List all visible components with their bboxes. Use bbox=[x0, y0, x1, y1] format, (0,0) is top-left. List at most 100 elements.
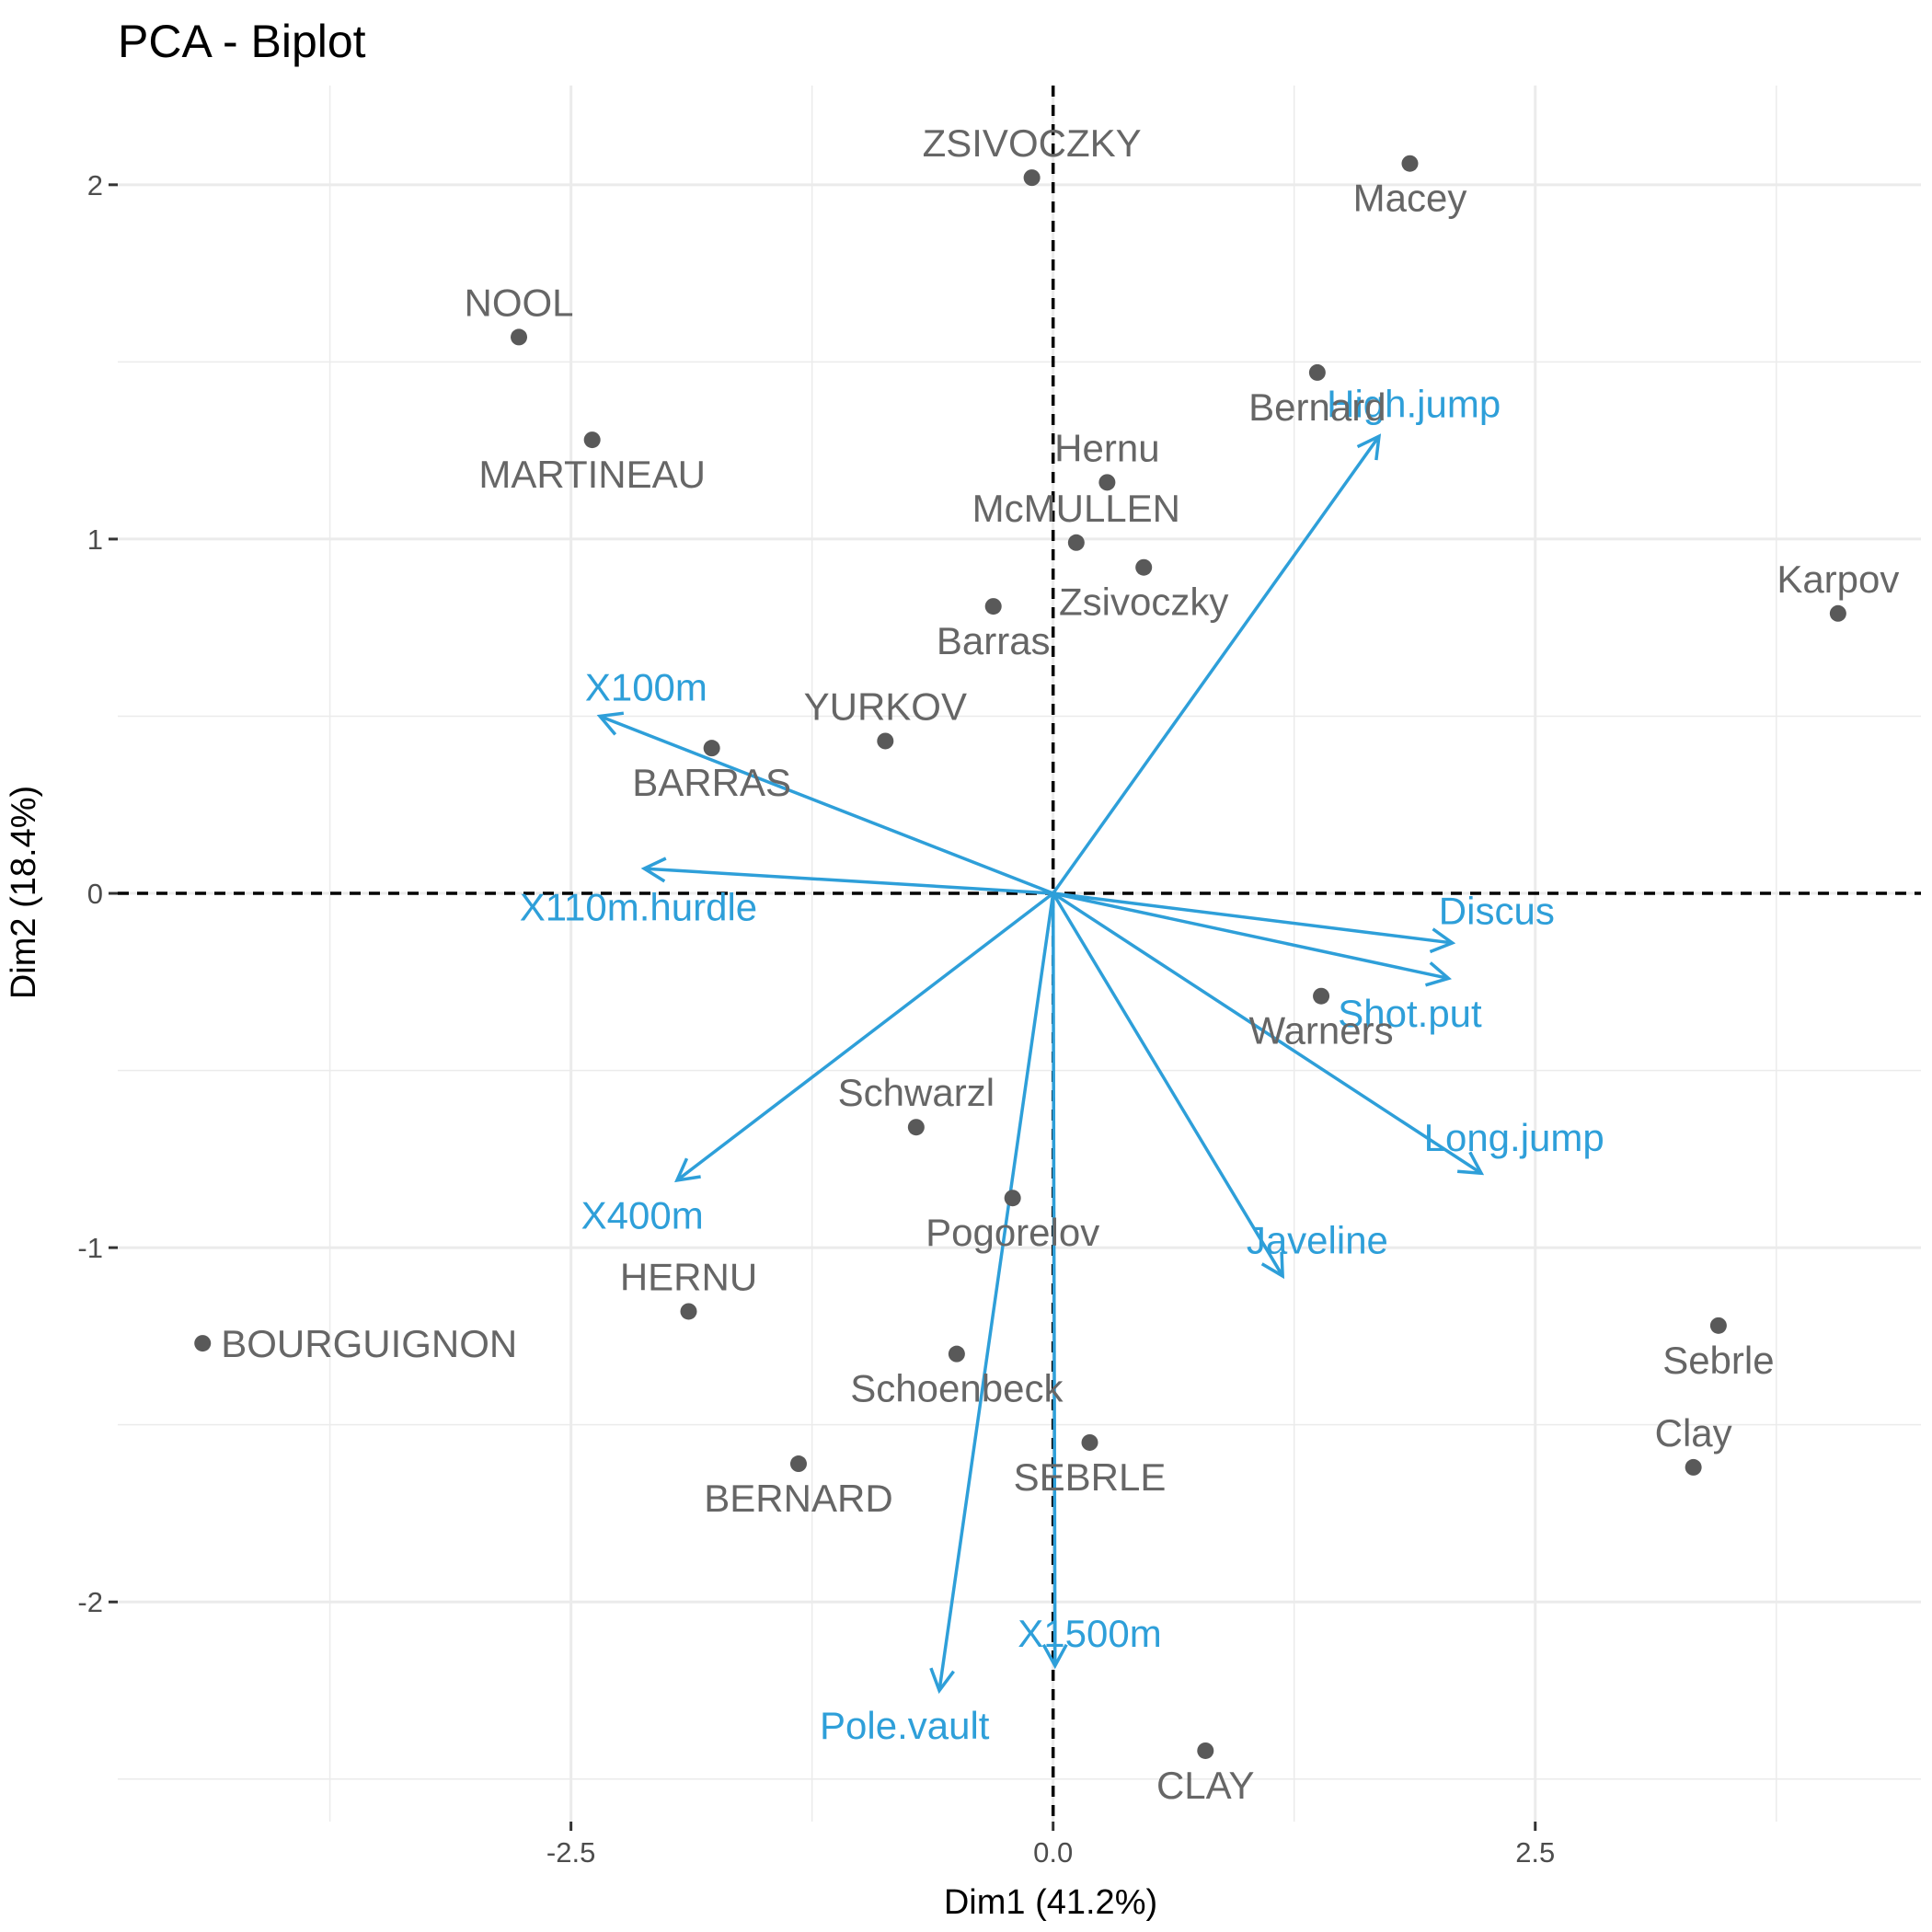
individual-sebrle: Sebrle bbox=[1662, 1317, 1775, 1382]
arrow-shaft bbox=[1052, 891, 1453, 945]
individual-barras: Barras bbox=[937, 598, 1051, 662]
variable-arrow-discus: Discus bbox=[1052, 889, 1555, 954]
data-label: McMULLEN bbox=[972, 487, 1180, 530]
individual-martineau: MARTINEAU bbox=[478, 431, 706, 496]
individual-clay: CLAY bbox=[1156, 1742, 1255, 1807]
variable-arrow-x110m-hurdle: X110m.hurdle bbox=[520, 857, 1053, 928]
variable-arrow-javeline: Javeline bbox=[1052, 892, 1388, 1280]
individual-bernard: Bernard bbox=[1248, 363, 1386, 429]
data-point bbox=[703, 740, 720, 757]
individual-hernu: Hernu bbox=[1054, 426, 1160, 491]
arrow-shaft bbox=[1052, 435, 1381, 895]
y-tick-label: 2 bbox=[87, 169, 103, 201]
data-label: SEBRLE bbox=[1014, 1455, 1167, 1499]
variable-arrow-x400m: X400m bbox=[581, 891, 1054, 1236]
individual-zsivoczky: Zsivoczky bbox=[1059, 558, 1228, 624]
variable-arrow-high-jump: High.jump bbox=[1052, 383, 1501, 895]
data-point bbox=[907, 1119, 925, 1136]
data-point bbox=[680, 1303, 697, 1320]
individual-pogorelov: Pogorelov bbox=[926, 1190, 1099, 1254]
data-point bbox=[1313, 987, 1330, 1005]
data-point bbox=[984, 598, 1002, 615]
individual-bourguignon: BOURGUIGNON bbox=[194, 1322, 517, 1365]
arrow-head bbox=[1424, 961, 1452, 987]
individual-mcmullen: McMULLEN bbox=[972, 487, 1180, 551]
individual-barras: BARRAS bbox=[632, 740, 791, 804]
zero-lines bbox=[118, 86, 1921, 1822]
data-label: MARTINEAU bbox=[478, 453, 706, 496]
arrow-head bbox=[1041, 1643, 1068, 1670]
individual-hernu: HERNU bbox=[620, 1255, 757, 1320]
variable-arrow-long-jump: Long.jump bbox=[1052, 891, 1604, 1176]
variable-arrow-pole-vault: Pole.vault bbox=[820, 892, 1055, 1747]
x-tick-label: -2.5 bbox=[546, 1836, 595, 1869]
arrow-shaft bbox=[675, 891, 1054, 1182]
variable-label: Shot.put bbox=[1338, 992, 1482, 1035]
variable-label: High.jump bbox=[1327, 383, 1501, 426]
variable-arrow-shot-put: Shot.put bbox=[1052, 891, 1482, 1035]
data-point bbox=[1081, 1433, 1098, 1451]
arrow-head bbox=[1429, 927, 1456, 954]
variable-label: X100m bbox=[585, 666, 707, 709]
individual-warners: Warners bbox=[1248, 987, 1394, 1052]
variable-label: Long.jump bbox=[1424, 1116, 1604, 1159]
individual-zsivoczky: ZSIVOCZKY bbox=[923, 121, 1142, 187]
individual-schwarzl: Schwarzl bbox=[838, 1071, 995, 1136]
data-point bbox=[1308, 363, 1326, 381]
variable-arrow-x1500m: X1500m bbox=[1018, 893, 1162, 1670]
arrow-head bbox=[674, 1157, 701, 1183]
data-point bbox=[877, 732, 894, 750]
y-axis-title: Dim2 (18.4%) bbox=[5, 786, 43, 999]
data-label: BERNARD bbox=[704, 1477, 892, 1520]
x-tick-label: 0.0 bbox=[1033, 1836, 1073, 1869]
data-label: Karpov bbox=[1777, 558, 1899, 601]
data-point bbox=[789, 1455, 807, 1473]
data-point bbox=[1197, 1742, 1214, 1759]
individual-yurkov: YURKOV bbox=[804, 684, 967, 750]
variable-label: Pole.vault bbox=[820, 1704, 990, 1747]
variable-label: X400m bbox=[581, 1193, 704, 1236]
arrow-shaft bbox=[599, 714, 1054, 895]
y-tick-label: 1 bbox=[87, 523, 103, 556]
arrow-shaft bbox=[1052, 891, 1483, 1175]
x-axis-title: Dim1 (41.2%) bbox=[944, 1883, 1157, 1922]
arrow-head bbox=[596, 711, 625, 736]
arrow-shaft bbox=[644, 867, 1053, 895]
data-point bbox=[194, 1335, 212, 1352]
data-point bbox=[1067, 534, 1085, 551]
data-label: Zsivoczky bbox=[1059, 581, 1228, 624]
data-label: Macey bbox=[1353, 177, 1467, 220]
data-label: BOURGUIGNON bbox=[221, 1322, 517, 1365]
data-label: Pogorelov bbox=[926, 1211, 1099, 1254]
data-point bbox=[511, 328, 528, 346]
data-point bbox=[583, 431, 601, 449]
data-label: Warners bbox=[1248, 1009, 1393, 1052]
variable-label: X110m.hurdle bbox=[520, 885, 757, 928]
individual-bernard: BERNARD bbox=[704, 1455, 893, 1520]
data-point bbox=[948, 1345, 965, 1363]
individual-karpov: Karpov bbox=[1777, 558, 1899, 622]
arrow-shaft bbox=[1051, 893, 1057, 1666]
data-label: NOOL bbox=[465, 281, 574, 324]
x-tick-label: 2.5 bbox=[1515, 1836, 1555, 1869]
data-label: YURKOV bbox=[804, 684, 967, 728]
variable-label: Discus bbox=[1439, 889, 1555, 932]
data-point bbox=[1135, 558, 1153, 576]
data-label: ZSIVOCZKY bbox=[923, 121, 1142, 165]
variable-label: Javeline bbox=[1247, 1218, 1388, 1261]
arrow-head bbox=[1260, 1251, 1285, 1280]
arrow-head bbox=[640, 857, 667, 883]
data-point bbox=[1709, 1317, 1727, 1334]
data-label: Hernu bbox=[1054, 426, 1159, 469]
arrow-shaft bbox=[1052, 892, 1284, 1277]
data-point bbox=[1098, 474, 1116, 491]
data-label: Sebrle bbox=[1662, 1339, 1774, 1382]
individual-clay: Clay bbox=[1655, 1411, 1732, 1476]
chart-title: PCA - Biplot bbox=[118, 16, 366, 67]
data-label: Schwarzl bbox=[838, 1071, 995, 1114]
